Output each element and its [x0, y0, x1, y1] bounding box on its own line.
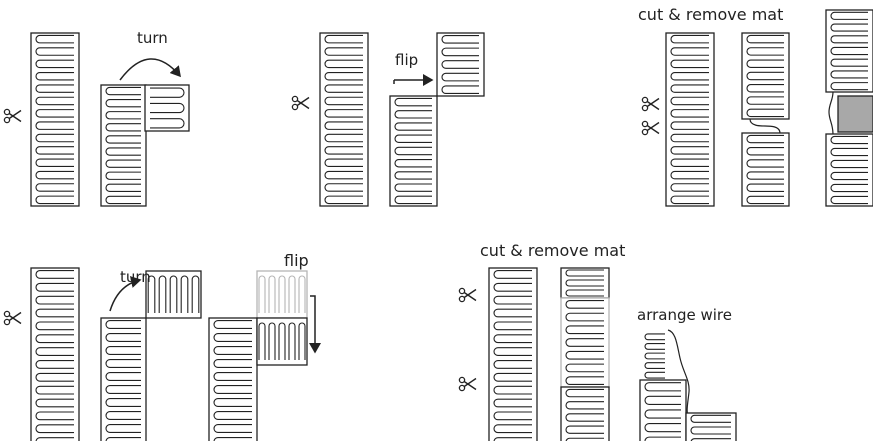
mat-strip-lower — [741, 132, 790, 207]
label-turn: turn — [120, 268, 151, 286]
mat-strip-lower — [560, 386, 610, 441]
label-arrange-wire: arrange wire — [637, 306, 732, 324]
mat-piece-turned — [145, 270, 202, 319]
label-flip: flip — [395, 51, 418, 69]
mat-strip-upper — [825, 9, 873, 93]
scissors-icon — [291, 95, 310, 111]
label-cut-remove-mat: cut & remove mat — [638, 5, 783, 24]
step-flip-top: flip — [291, 32, 485, 207]
mat-strip — [100, 84, 147, 207]
step-cut-remove-top: cut & remove mat — [638, 5, 873, 207]
label-cut-remove-mat: cut & remove mat — [480, 241, 625, 260]
mat-piece-flipped — [436, 32, 485, 97]
label-flip: flip — [284, 251, 309, 270]
mat-strip — [488, 267, 538, 441]
mat-piece-turned — [144, 84, 190, 132]
turn-arrow-icon — [109, 276, 142, 312]
scissors-icon — [3, 108, 22, 124]
mat-strip — [319, 32, 369, 207]
step-turn-flip-bottom: turn flip — [3, 251, 321, 441]
mat-strip — [389, 95, 438, 207]
mat-strip-lower — [639, 379, 687, 441]
mat-strip — [100, 317, 147, 441]
mat-strip-upper — [741, 32, 790, 120]
scissors-icon — [458, 287, 477, 303]
step-turn-top: turn — [3, 29, 190, 207]
mat-strip-lower — [825, 133, 873, 207]
turn-arrow-icon — [119, 58, 181, 81]
step-cut-remove-arrange-bottom: cut & remove mat arrange wire — [458, 241, 737, 441]
mat-piece-ghost — [256, 270, 308, 319]
mat-strip — [30, 32, 80, 207]
mat-strip — [30, 267, 80, 441]
scissors-icon — [641, 96, 660, 112]
flip-arrow-icon — [309, 295, 321, 354]
removed-mat-section — [837, 95, 873, 133]
mat-strip — [665, 32, 715, 207]
mat-strip-relocated — [685, 412, 737, 441]
label-turn: turn — [137, 29, 168, 47]
mat-strip-upper — [560, 267, 610, 299]
mat-strip — [208, 317, 258, 441]
loose-wire-loops — [644, 333, 665, 379]
scissors-icon — [641, 120, 660, 136]
mat-strip-removed-wire — [560, 297, 610, 388]
scissors-icon — [458, 376, 477, 392]
mat-piece-flipped — [256, 317, 308, 366]
scissors-icon — [3, 310, 22, 326]
